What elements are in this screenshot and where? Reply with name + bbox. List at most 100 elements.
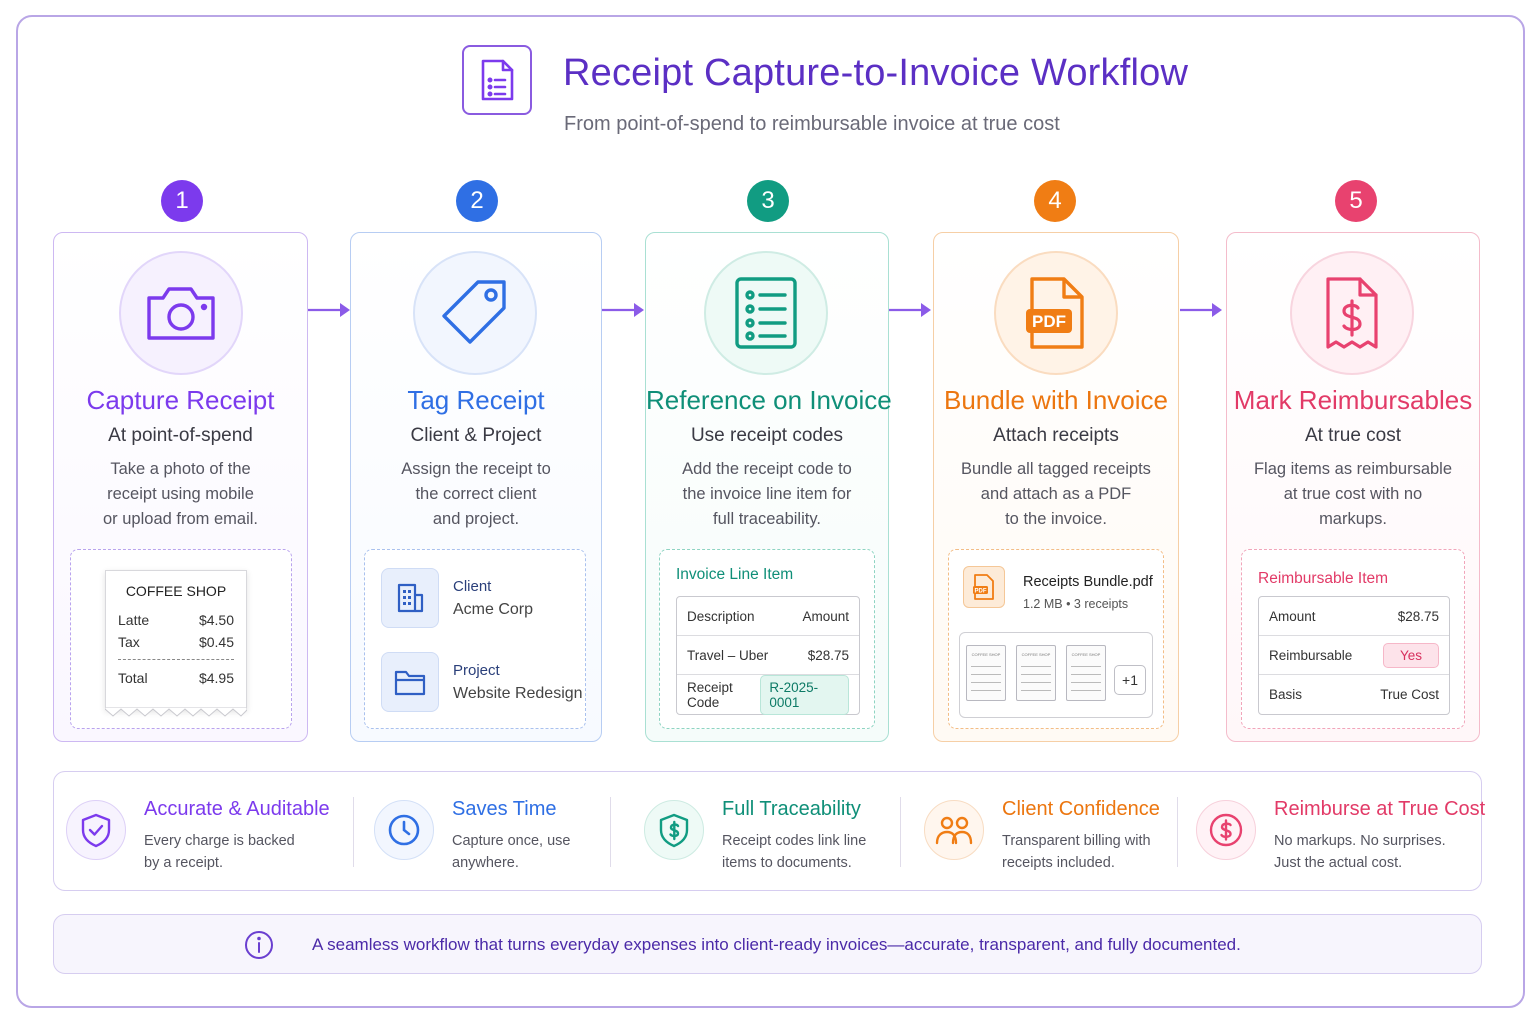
info-icon	[245, 931, 273, 959]
benefit-title: Full Traceability	[722, 798, 861, 820]
pdf-file-icon: PDF	[994, 251, 1118, 375]
more-receipts-badge: +1	[1114, 665, 1146, 695]
users-icon	[924, 800, 984, 860]
reimbursable-item-title: Reimbursable Item	[1258, 570, 1389, 587]
tag-icon	[413, 251, 537, 375]
benefit-title: Reimburse at True Cost	[1274, 798, 1486, 820]
amount-value: $28.75	[1397, 608, 1439, 624]
building-icon	[381, 568, 439, 628]
benefit-title: Accurate & Auditable	[144, 798, 330, 820]
reimbursable-item-box: Reimbursable Item Amount $28.75 Reimburs…	[1241, 549, 1465, 729]
list-icon	[704, 251, 828, 375]
step-subtitle: Attach receipts	[993, 425, 1119, 446]
project-value: Website Redesign	[453, 684, 583, 702]
step-card-reimbursable: Mark Reimbursables At true cost Flag ite…	[1226, 232, 1480, 742]
receipt-thumbnail: COFFEE SHOP	[1066, 645, 1106, 701]
receipt-item-amount: $4.50	[198, 612, 234, 628]
table-row: Amount $28.75	[1259, 597, 1449, 636]
summary-text: A seamless workflow that turns everyday …	[312, 935, 1241, 954]
step-description: Add the receipt code to the invoice line…	[682, 460, 852, 528]
line-item-amount: $28.75	[807, 647, 849, 663]
benefit-item: Accurate & Auditable Every charge is bac…	[54, 772, 352, 892]
svg-text:PDF: PDF	[975, 589, 987, 595]
step-badge-5: 5	[1335, 180, 1377, 222]
table-header-row: Description Amount	[677, 597, 859, 636]
basis-value: True Cost	[1380, 687, 1439, 702]
shield-dollar-icon	[644, 800, 704, 860]
receipt-thumbnail: COFFEE SHOP	[1016, 645, 1056, 701]
step-title: Capture Receipt	[86, 385, 275, 415]
step-description: Flag items as reimbursable at true cost …	[1253, 460, 1453, 528]
benefit-description: Receipt codes link line items to documen…	[722, 833, 867, 871]
clock-icon	[374, 800, 434, 860]
bundle-file-name: Receipts Bundle.pdf	[1023, 574, 1153, 590]
line-item-description: Travel – Uber	[687, 647, 769, 663]
step-badge-3: 3	[747, 180, 789, 222]
arrow-right-icon	[889, 303, 931, 317]
bundle-preview: PDF Receipts Bundle.pdf 1.2 MB • 3 recei…	[948, 549, 1164, 729]
invoice-line-title: Invoice Line Item	[676, 566, 794, 583]
step-subtitle: At true cost	[1304, 425, 1402, 446]
folder-icon	[381, 652, 439, 712]
client-value: Acme Corp	[453, 600, 534, 618]
receipt-total-amount: $4.95	[198, 670, 234, 686]
receipt-code-badge: R-2025-0001	[760, 674, 849, 715]
table-row: Basis True Cost	[1259, 675, 1449, 714]
divider	[610, 797, 611, 867]
step-badge-4: 4	[1034, 180, 1076, 222]
step-description: Bundle all tagged receipts and attach as…	[961, 460, 1151, 528]
client-tag-row: Client Acme Corp	[381, 567, 533, 629]
divider	[1177, 797, 1178, 867]
step-card-capture: Capture Receipt At point-of-spend Take a…	[53, 232, 308, 742]
page-subtitle: From point-of-spend to reimbursable invo…	[564, 113, 1060, 135]
table-row: Receipt Code R-2025-0001	[677, 674, 859, 715]
benefit-item: Client Confidence Transparent billing wi…	[912, 772, 1180, 892]
pdf-icon-label: PDF	[1032, 312, 1066, 331]
invoice-line-box: Invoice Line Item Description Amount Tra…	[659, 549, 875, 729]
step-badge-2: 2	[456, 180, 498, 222]
column-header: Amount	[802, 608, 849, 624]
receipt-line: Tax $0.45	[118, 634, 234, 650]
pdf-attachment-icon: PDF	[963, 566, 1005, 608]
receipt-divider	[118, 659, 234, 660]
amount-label: Amount	[1269, 608, 1316, 624]
receipt-card: COFFEE SHOP Latte $4.50 Tax $0.45 Total …	[105, 570, 247, 717]
step-title: Reference on Invoice	[646, 385, 892, 415]
benefit-title: Saves Time	[452, 798, 557, 820]
basis-label: Basis	[1269, 687, 1303, 702]
project-label: Project	[453, 661, 500, 679]
receipt-thumbnail: COFFEE SHOP	[966, 645, 1006, 701]
step-title: Mark Reimbursables	[1233, 385, 1473, 415]
receipt-total: Total $4.95	[118, 670, 234, 686]
step-subtitle: Use receipt codes	[690, 425, 844, 446]
benefit-description: Every charge is backed by a receipt.	[144, 833, 295, 871]
client-label: Client	[453, 577, 492, 595]
step-card-bundle: PDF Bundle with Invoice Attach receipts …	[933, 232, 1179, 742]
dollar-circle-icon	[1196, 800, 1256, 860]
project-tag-row: Project Website Redesign	[381, 651, 583, 713]
reimbursable-table: Amount $28.75 Reimbursable Yes Basis Tru…	[1258, 596, 1450, 715]
document-list-icon	[462, 45, 532, 115]
benefit-description: Capture once, use anywhere.	[452, 833, 571, 871]
step-title: Tag Receipt	[407, 385, 545, 415]
receipt-item-label: Latte	[118, 612, 150, 628]
arrow-right-icon	[1180, 303, 1222, 317]
step-badge-1: 1	[161, 180, 203, 222]
benefit-item: Reimburse at True Cost No markups. No su…	[1184, 772, 1485, 892]
receipt-line: Latte $4.50	[118, 612, 234, 628]
benefit-title: Client Confidence	[1002, 798, 1160, 820]
receipt-thumbnails: COFFEE SHOP COFFEE SHOP COFFEE SHOP +1	[959, 632, 1153, 718]
page-title: Receipt Capture-to-Invoice Workflow	[563, 52, 1189, 94]
step-description: Take a photo of the receipt using mobile…	[103, 460, 258, 528]
dollar-document-icon	[1290, 251, 1414, 375]
step-subtitle: At point-of-spend	[108, 425, 253, 446]
divider	[353, 797, 354, 867]
step-description: Assign the receipt to the correct client…	[401, 460, 551, 528]
arrow-right-icon	[602, 303, 644, 317]
benefits-panel: Accurate & Auditable Every charge is bac…	[53, 771, 1485, 892]
step-card-reference: Reference on Invoice Use receipt codes A…	[645, 232, 892, 742]
shield-check-icon	[66, 800, 126, 860]
benefit-item: Full Traceability Receipt codes link lin…	[632, 772, 902, 892]
bundle-file-meta: 1.2 MB • 3 receipts	[1023, 597, 1129, 611]
step-card-tag: Tag Receipt Client & Project Assign the …	[350, 232, 602, 742]
